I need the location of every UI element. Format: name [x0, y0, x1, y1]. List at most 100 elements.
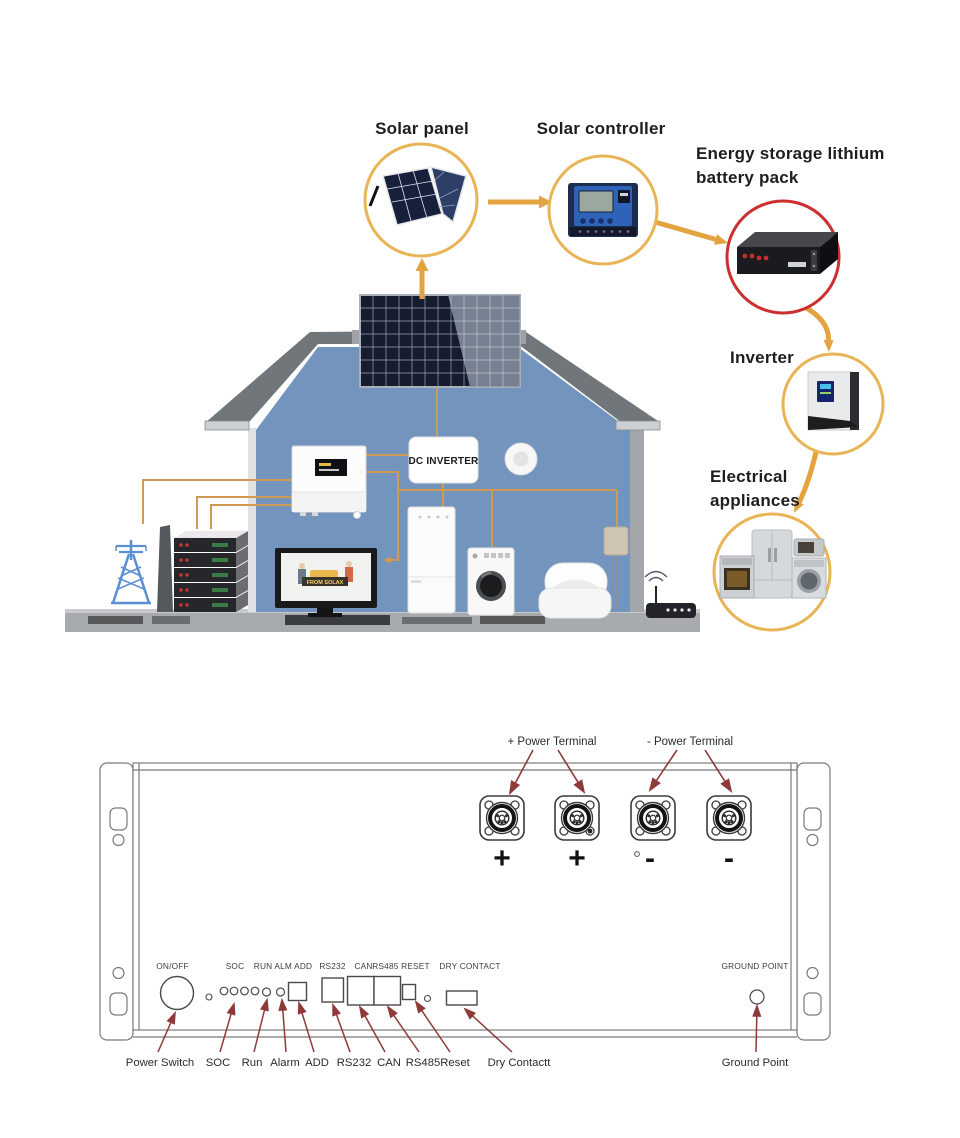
indicator-dot	[205, 993, 213, 1001]
run-callout: Run	[242, 1057, 263, 1069]
wifi-router	[644, 570, 696, 618]
front-face	[132, 762, 798, 1031]
ear-holes	[109, 807, 822, 1016]
wall-inverter	[291, 445, 367, 519]
appliances-label: Electrical appliances	[710, 465, 850, 513]
can-top-label: CAN	[354, 961, 372, 971]
smoke-detector	[504, 442, 538, 476]
circle-solar-panel	[363, 142, 479, 258]
run-alm-add-label: RUN ALM ADD	[254, 961, 312, 971]
ground-point-callout: Ground Point	[722, 1057, 789, 1069]
rs232-port[interactable]	[321, 977, 345, 1003]
power-switch-button[interactable]	[159, 975, 195, 1011]
battery-pack-photo	[737, 232, 838, 274]
power-switch-callout: Power Switch	[126, 1057, 194, 1069]
terminal-4-sign: -	[724, 842, 734, 875]
power-terminal-1[interactable]	[478, 794, 526, 842]
circle-battery-pack	[725, 199, 841, 315]
arrow-battery-to-inverter	[801, 303, 832, 341]
minus-power-terminal-label: - Power Terminal	[647, 736, 733, 748]
appliances-label-line1: Electrical	[710, 467, 788, 486]
solar-controller-photo	[568, 183, 638, 237]
wire-battery-to-inverter-1	[196, 496, 292, 529]
onoff-label: ON/OFF	[156, 961, 189, 971]
wire-inverter-to-tv	[366, 471, 399, 561]
appliances-photo	[719, 529, 827, 599]
reset-pinhole[interactable]	[423, 994, 432, 1003]
armchair	[538, 562, 612, 619]
terminal-3-sign: -	[645, 842, 655, 875]
ground-point-top-label: GROUND POINT	[722, 961, 789, 971]
soc-top-label: SOC	[226, 961, 245, 971]
dry-contact-callout: Dry Contactt	[488, 1057, 552, 1069]
dry-contact-top-label: DRY CONTACT	[439, 961, 500, 971]
run-led	[261, 987, 272, 997]
add-button[interactable]	[287, 981, 308, 1002]
terminal-2-dot	[587, 828, 593, 834]
grid-tower	[111, 540, 151, 605]
tv-screen-text: FROM SOLAX	[307, 580, 344, 586]
circle-solar-controller	[547, 154, 659, 266]
soc-led-3	[240, 986, 249, 996]
flow-arrows	[415, 195, 834, 513]
circle-appliances	[712, 512, 832, 632]
washing-machine	[467, 547, 515, 616]
wiring	[142, 387, 618, 561]
floor-lamp	[603, 526, 629, 610]
terminal-callout-arrows	[508, 749, 733, 796]
rooftop-solar-panel	[352, 294, 526, 388]
solar-panel-photo	[368, 165, 467, 226]
tv: FROM SOLAX	[275, 548, 377, 617]
alarm-led	[275, 987, 286, 997]
can-callout: CAN	[377, 1057, 401, 1069]
roof	[205, 330, 658, 429]
power-terminal-3[interactable]	[629, 794, 677, 842]
battery-front-panel-drawing: + Power Terminal - Power Terminal + + - …	[99, 736, 831, 1069]
terminal-1-sign: +	[493, 842, 511, 875]
soc-callout: SOC	[206, 1057, 230, 1069]
power-terminal-4[interactable]	[705, 794, 753, 842]
right-wall	[630, 423, 644, 612]
inverter-photo	[807, 371, 859, 431]
solar-system-diagram: DC INVERTER FROM SOLAX	[65, 142, 885, 632]
soc-led-1	[219, 986, 229, 996]
wire-battery-to-inverter-2	[210, 504, 292, 529]
can-port[interactable]	[346, 975, 375, 1006]
rs232-top-label: RS232	[319, 961, 346, 971]
add-callout: ADD	[305, 1057, 329, 1069]
dc-inverter-box: DC INVERTER	[408, 436, 480, 484]
wall-post	[157, 525, 173, 612]
appliances-label-line2: appliances	[710, 491, 800, 510]
arrow-controller-to-battery	[654, 219, 717, 242]
right-eave	[615, 420, 661, 431]
left-eave	[204, 420, 250, 431]
reset-button[interactable]	[401, 983, 417, 1001]
alarm-callout: Alarm	[270, 1057, 300, 1069]
terminal-2-sign: +	[568, 842, 586, 875]
wire-bus	[398, 483, 618, 547]
battery-pack-label: Energy storage lithium battery pack	[696, 142, 906, 190]
power-terminal-2[interactable]	[553, 794, 601, 842]
inverter-label: Inverter	[730, 348, 794, 367]
dry-contact-port[interactable]	[445, 990, 478, 1006]
rs485-reset-label: RS485 RESET	[372, 961, 430, 971]
chassis	[99, 762, 831, 1041]
wire-arrowhead-tv	[383, 556, 391, 564]
solar-controller-label: Solar controller	[536, 119, 666, 138]
reset-callout: Reset	[440, 1057, 470, 1069]
rs485-port[interactable]	[373, 975, 402, 1006]
terminal-3-dot	[634, 851, 640, 857]
battery-stack	[174, 531, 248, 612]
rs232-callout: RS232	[337, 1057, 372, 1069]
battery-pack-label-line1: Energy storage lithium	[696, 144, 885, 163]
circle-inverter	[781, 352, 885, 456]
rs485-callout: RS485	[406, 1057, 441, 1069]
fridge	[407, 506, 456, 614]
cutaway-wall	[248, 428, 256, 612]
wire-grid-to-inverter	[142, 479, 292, 524]
battery-pack-label-line2: battery pack	[696, 168, 799, 187]
ground-point-screw[interactable]	[749, 989, 765, 1005]
dc-inverter-label: DC INVERTER	[409, 456, 480, 467]
plus-power-terminal-label: + Power Terminal	[508, 736, 597, 748]
